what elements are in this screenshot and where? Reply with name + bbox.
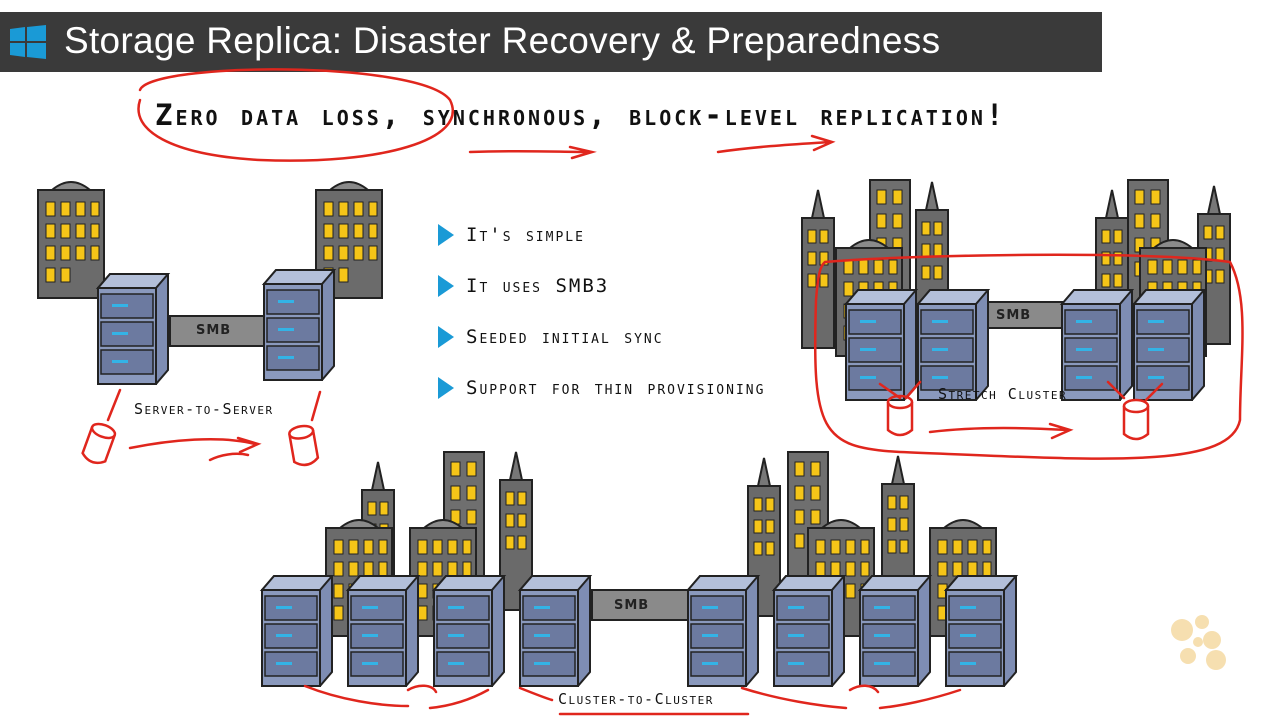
- server-icon: [1133, 289, 1205, 401]
- smb-label-stretch-cluster: SMB: [996, 308, 1032, 323]
- red-outline-annotation: [813, 253, 1244, 460]
- server-icon: [859, 575, 931, 687]
- server-to-server-label: Server-to-Server: [134, 400, 274, 418]
- stretch-cluster-label: Stretch Cluster: [938, 385, 1068, 403]
- headline-annotations: [137, 68, 836, 162]
- title-bar: Storage Replica: Disaster Recovery & Pre…: [0, 12, 1102, 72]
- disk-icon: [1122, 398, 1150, 441]
- headline: Zero data loss, synchronous, block-level…: [155, 98, 1007, 132]
- bullet-arrow-icon: [438, 377, 454, 399]
- server-icon: [263, 269, 335, 381]
- disk-icon: [886, 394, 914, 437]
- feature-item: It uses SMB3: [438, 269, 765, 303]
- stretch-cluster-scenario: [801, 179, 1244, 460]
- cluster-to-cluster-scenario: [261, 451, 1017, 716]
- feature-item: It's simple: [438, 218, 765, 252]
- feature-list: It's simple It uses SMB3 Seeded initial …: [438, 218, 765, 422]
- bullet-arrow-icon: [438, 326, 454, 348]
- brand-dots-logo-icon: [1171, 615, 1226, 670]
- feature-text: Seeded initial sync: [466, 326, 664, 348]
- server-icon: [917, 289, 989, 401]
- server-icon: [97, 273, 169, 385]
- disk-icon: [79, 419, 119, 468]
- feature-text: Support for thin provisioning: [466, 377, 766, 399]
- feature-text: It uses SMB3: [466, 275, 610, 297]
- disk-icon: [287, 423, 321, 469]
- smb-link-bar: [169, 315, 271, 347]
- server-icon: [945, 575, 1017, 687]
- bullet-arrow-icon: [438, 224, 454, 246]
- server-to-server-scenario: [37, 181, 383, 469]
- cluster-to-cluster-label: Cluster-to-Cluster: [558, 690, 714, 708]
- smb-label-server-to-server: SMB: [196, 323, 232, 338]
- server-icon: [347, 575, 419, 687]
- server-icon: [433, 575, 505, 687]
- server-icon: [687, 575, 759, 687]
- windows-logo-icon: [10, 25, 46, 59]
- server-icon: [261, 575, 333, 687]
- feature-item: Seeded initial sync: [438, 320, 765, 354]
- server-icon: [1061, 289, 1133, 401]
- feature-text: It's simple: [466, 224, 585, 246]
- smb-label-cluster-to-cluster: SMB: [614, 598, 650, 613]
- slide-title: Storage Replica: Disaster Recovery & Pre…: [64, 20, 941, 61]
- bullet-arrow-icon: [438, 275, 454, 297]
- feature-item: Support for thin provisioning: [438, 371, 765, 405]
- server-icon: [519, 575, 591, 687]
- red-circle-annotation: [137, 68, 454, 162]
- server-icon: [773, 575, 845, 687]
